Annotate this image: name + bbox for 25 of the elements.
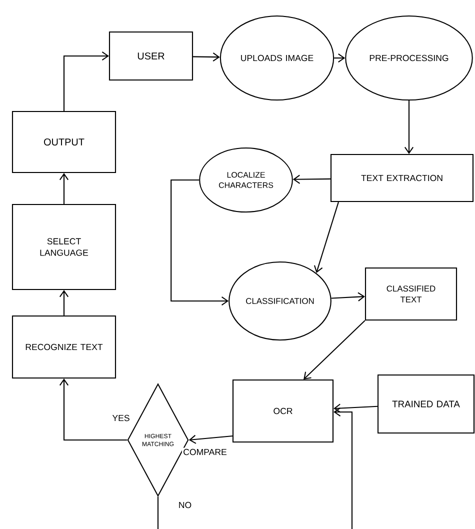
arrow: [334, 53, 346, 63]
process-box: SELECT LANGUAGE: [12, 204, 116, 290]
process-box: TRAINED DATA: [377, 374, 475, 434]
arrow: [193, 52, 220, 62]
arrow: [334, 404, 378, 413]
arrow: [331, 292, 365, 302]
process-box: OCR: [232, 379, 334, 443]
arrow: [334, 407, 353, 529]
arrow: [59, 173, 69, 204]
arrow: [59, 378, 128, 441]
process-box: OUTPUT: [12, 110, 116, 174]
process-box: RECOGNIZE TEXT: [12, 315, 116, 379]
arrow: [63, 51, 109, 111]
edge-label: COMPARE: [182, 448, 228, 456]
arrow: [304, 320, 366, 380]
arrow: [404, 100, 414, 154]
process-box: TEXT EXTRACTION: [330, 154, 474, 202]
process-box: USER: [108, 31, 194, 81]
arrow: [292, 174, 330, 184]
arrow: [59, 290, 69, 316]
edge-label: NO: [177, 500, 193, 510]
process-box: CLASSIFIED TEXT: [364, 267, 458, 321]
arrow: [314, 202, 339, 274]
arrow: [170, 179, 229, 306]
arrow: [188, 434, 233, 444]
